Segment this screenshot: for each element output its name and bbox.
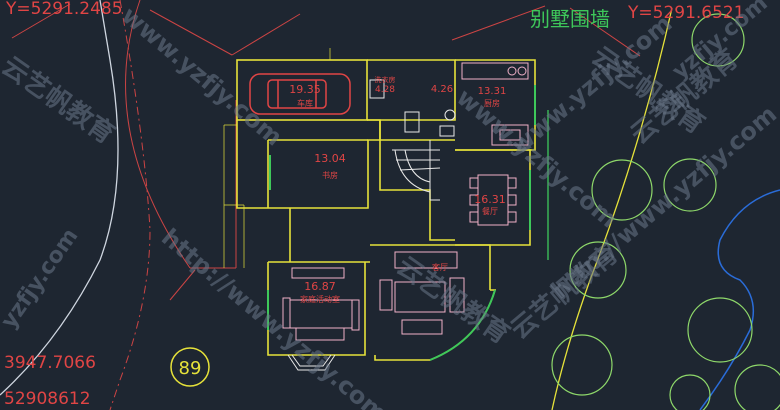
watermark-url-2: http://www.yzfjy.com [156,223,392,410]
tree-7 [734,364,780,410]
road-curve-white [0,0,119,396]
staircase [392,140,441,201]
dining-name: 餐厅 [482,207,498,216]
wall-garage [236,59,368,121]
watermark-url-1: www.yzfjy.com [116,1,288,151]
laundry-name: 洗衣房 [375,75,396,84]
living-furniture [379,251,465,335]
site-boundary-lines [11,0,641,301]
windows [267,85,536,361]
watermark-url-3: www.yzfjy.com [451,83,623,233]
drawing-title: 别墅围墙 [530,7,610,31]
tree-group [551,13,780,410]
tree-2 [591,159,653,221]
tree-6 [687,297,753,363]
yellow-curve [551,7,673,410]
watermark-brand-4: 云艺帆教育 [391,250,515,350]
tree-3 [663,158,717,212]
study-area: 13.04 [314,152,346,165]
family-name: 家庭活动室 [300,294,340,304]
badge-number: 89 [179,358,202,379]
laundry-area: 4.28 [375,85,395,95]
wall-hall [379,120,455,241]
study-name: 书房 [322,170,338,180]
watermark-brand-1: 云艺帆教育 [0,50,120,150]
living-name: 客厅 [432,262,448,272]
family-furniture [282,267,360,341]
tree-1 [691,13,745,67]
right-coordinate: Y=5291.6521 [627,3,745,23]
watermark-brand-5: 云艺帆教育 [505,238,625,345]
bay-window [287,354,336,371]
car-icon [249,73,351,115]
road-curve-red-dashed [109,0,151,410]
left-coordinate: Y=5291.2485 [5,0,123,19]
kitchen-fixtures [461,62,529,146]
page-badge: 89 [170,347,210,387]
water-edge [699,189,780,410]
garage-name: 车库 [297,98,313,108]
wall-laundry [367,59,456,121]
bottom-coordinate-2: 52908612 [4,389,91,409]
tree-8 [669,374,711,410]
construction-lines [223,48,331,268]
bottom-coordinate-1: 3947.7066 [4,353,96,373]
watermark-url-6: yzfjy.com [0,224,83,333]
kitchen-name: 厨房 [484,98,500,108]
family-area: 16.87 [304,280,336,293]
dining-table [469,174,517,226]
kitchen-area: 13.31 [478,86,507,97]
hall-area: 4.26 [431,84,453,95]
wall-living [370,244,491,290]
dining-area: 16.31 [474,193,506,206]
bathroom-fixtures [369,79,456,137]
tree-4 [569,241,627,299]
tree-5 [551,334,613,396]
garage-area: 19.35 [289,83,321,96]
